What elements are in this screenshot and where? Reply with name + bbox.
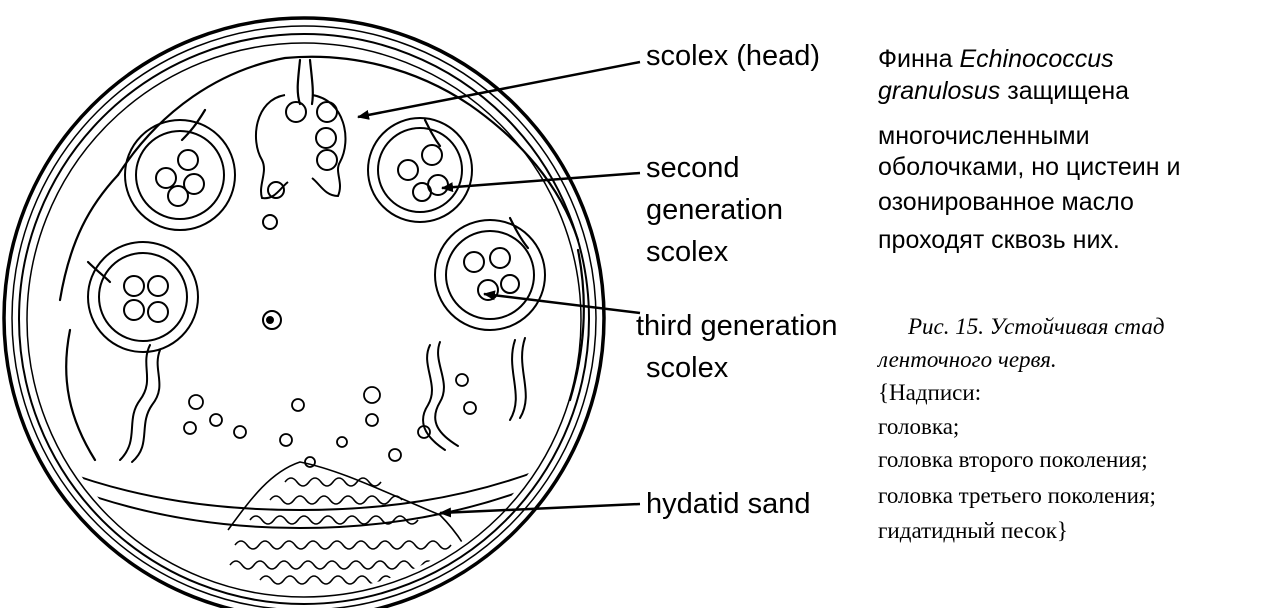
caption-label-third-generation: головка третьего поколения; [878,483,1156,509]
brood-capsule-left [88,242,198,352]
label-third-generation-line1: third generation [636,310,838,343]
species-name-epithet: granulosus [878,77,1000,105]
label-hydatid-sand: hydatid sand [646,488,810,521]
description-line-2: granulosus защищена [878,77,1129,106]
caption-label-hydatid-sand: гидатидный песок} [878,518,1068,544]
hydatid-sand-pile [228,462,475,584]
brood-capsule-second-generation [368,118,472,222]
caption-label-second-generation: головка второго поколения; [878,447,1148,473]
leader-arrows [358,62,640,513]
label-scolex-head: scolex (head) [646,40,820,73]
free-scolex [263,311,281,329]
label-second-generation-line2: generation [646,194,783,227]
species-name-genus: Echinococcus [959,45,1113,73]
label-third-generation-line2: scolex [646,352,728,385]
description-line-6: проходят сквозь них. [878,226,1120,255]
label-second-generation-line1: second [646,152,740,185]
caption-title-line1: Рис. 15. Устойчивая стад [908,314,1164,340]
brood-capsule-third-generation [435,220,545,330]
label-second-generation-line3: scolex [646,236,728,269]
germinal-folds [60,338,540,528]
description-line-1: Финна Echinococcus [878,45,1114,74]
caption-title-line2: ленточного червя. [878,347,1057,373]
scolex-head-capsule [256,95,346,229]
caption-label-head: головка; [878,414,959,440]
description-line-3: многочисленными [878,122,1090,151]
description-line-5: озонированное масло [878,188,1134,217]
caption-labels-heading: {Надписи: [878,380,981,406]
brood-capsule-upper-left [125,120,235,230]
arrow-third-generation [484,294,640,313]
description-line-4: оболочками, но цистеин и [878,153,1180,182]
